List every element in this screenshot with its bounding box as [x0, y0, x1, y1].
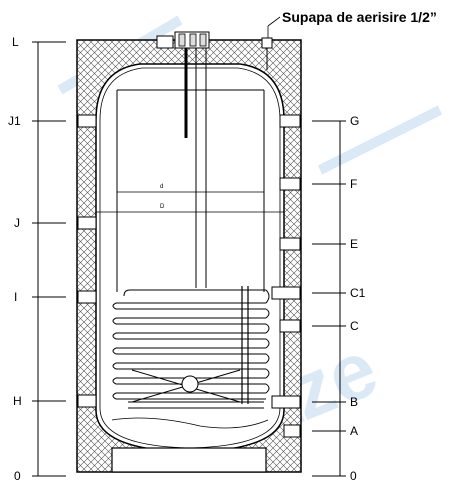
dimension-d-label: d [160, 184, 163, 190]
insulation-shell [76, 39, 302, 473]
right-label-C: C [350, 319, 359, 333]
left-label-H: H [13, 394, 22, 408]
tank-base [111, 447, 267, 473]
right-label-C1: C1 [350, 286, 366, 300]
right-label-A: A [350, 424, 358, 438]
left-label-J1: J1 [8, 114, 21, 128]
right-label-0: 0 [350, 469, 357, 483]
dimension-D: D [96, 204, 284, 213]
right-label-G: G [350, 114, 359, 128]
tank-body [95, 63, 285, 453]
left-label-I: I [14, 290, 17, 304]
right-axis [312, 120, 346, 477]
left-label-J: J [14, 216, 20, 230]
right-label-B: B [350, 395, 358, 409]
right-label-F: F [350, 177, 357, 191]
bottom-sediment [111, 417, 269, 429]
right-sockets [271, 114, 301, 438]
air-valve-label: Supapa de aerisire 1/2” [282, 9, 437, 25]
right-label-E: E [350, 237, 358, 251]
dimension-d: d [117, 184, 264, 193]
dimension-D-label: D [160, 204, 165, 210]
air-valve-leader [267, 16, 281, 27]
flange-opening [181, 375, 199, 393]
inner-walls [116, 89, 265, 292]
left-label-L: L [12, 35, 19, 49]
heat-exchanger-coil [112, 286, 270, 409]
top-fittings [156, 31, 273, 288]
left-axis [32, 41, 66, 477]
left-sockets [77, 114, 97, 408]
left-label-0: 0 [14, 469, 21, 483]
